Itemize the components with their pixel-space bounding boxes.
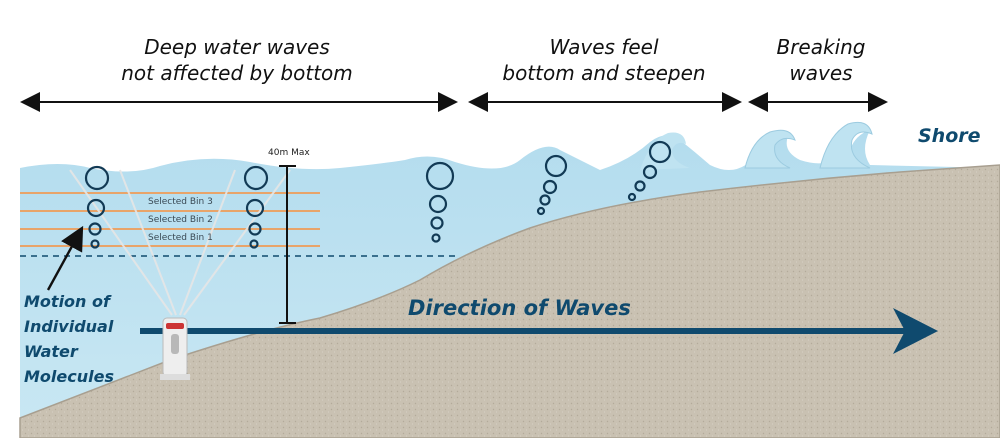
- zone-label-steepen-line1: Waves feel: [549, 35, 659, 59]
- zone-label-breaking-line1: Breaking: [776, 35, 865, 59]
- orbit-group-shallow-2: [536, 154, 568, 216]
- zone-label-deep-line1: Deep water waves: [144, 35, 330, 59]
- breaking-wave-2: [819, 121, 873, 169]
- zone-label-deep-line2: not affected by bottom: [121, 61, 353, 85]
- svg-text:Individual: Individual: [24, 317, 114, 336]
- motion-pointer-arrow: [46, 225, 84, 291]
- zone-label-steepen-line2: bottom and steepen: [502, 61, 705, 85]
- zone-label-breaking-line2: waves: [789, 61, 852, 85]
- orbit-group-deep-2: [243, 165, 269, 249]
- sensor-device: [160, 317, 190, 380]
- orbit-group-shallow-3: [627, 140, 672, 202]
- svg-text:Water: Water: [24, 342, 79, 361]
- bin-label-3: Selected Bin 3: [148, 197, 213, 207]
- orbit-group-deep-1: [84, 165, 110, 249]
- svg-text:Motion of: Motion of: [24, 292, 112, 311]
- motion-label: Motion of Individual Water Molecules: [24, 292, 114, 386]
- orbit-group-shallow-1: [425, 161, 455, 243]
- depth-range-bracket: [279, 165, 296, 324]
- steep-wave-crest: [640, 132, 690, 170]
- bin-label-2: Selected Bin 2: [148, 215, 213, 225]
- acoustic-beams: [69, 169, 291, 316]
- breaking-wave-1: [744, 129, 796, 169]
- bin-label-1: Selected Bin 1: [148, 233, 213, 243]
- direction-label: Direction of Waves: [408, 296, 631, 320]
- direction-arrow-head: [893, 308, 938, 354]
- svg-text:Molecules: Molecules: [24, 367, 114, 386]
- sea-floor: [19, 164, 1000, 438]
- max-depth-label: 40m Max: [268, 148, 310, 158]
- shore-label: Shore: [918, 125, 981, 147]
